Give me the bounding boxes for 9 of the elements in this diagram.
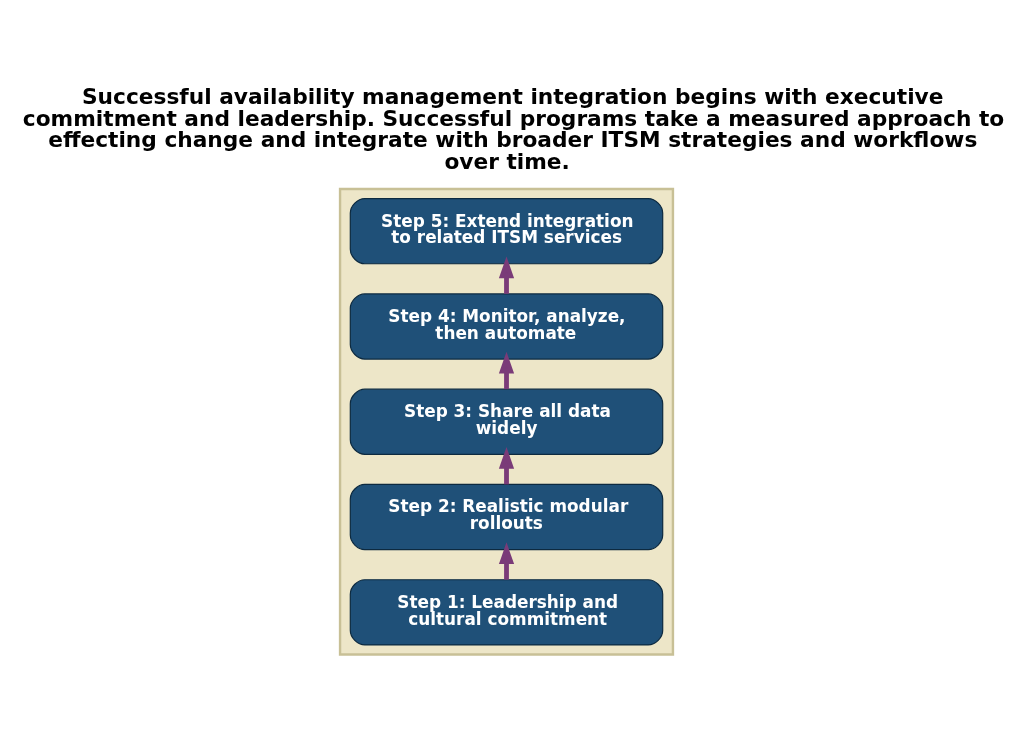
arrow [498, 256, 515, 294]
node-box: Step 2: Realistic modular rollouts [349, 483, 664, 550]
node-box: Step 1: Leadership and cultural commitment [349, 578, 664, 645]
node-box: Step 4: Monitor, analyze, then automate [349, 292, 664, 360]
arrow [498, 541, 515, 580]
node-box: Step 5: Extend integration to related ITSM services [349, 197, 664, 264]
diagram-title: Successful availability management integration begins with executive commitment and leadership. Successful programs take a measured approach to effecting change and integrate with broader ITSM strategies and workflows over time. [22, 83, 1005, 174]
cluster [338, 187, 675, 656]
node-box: Step 3: Share all data widely [349, 388, 664, 455]
